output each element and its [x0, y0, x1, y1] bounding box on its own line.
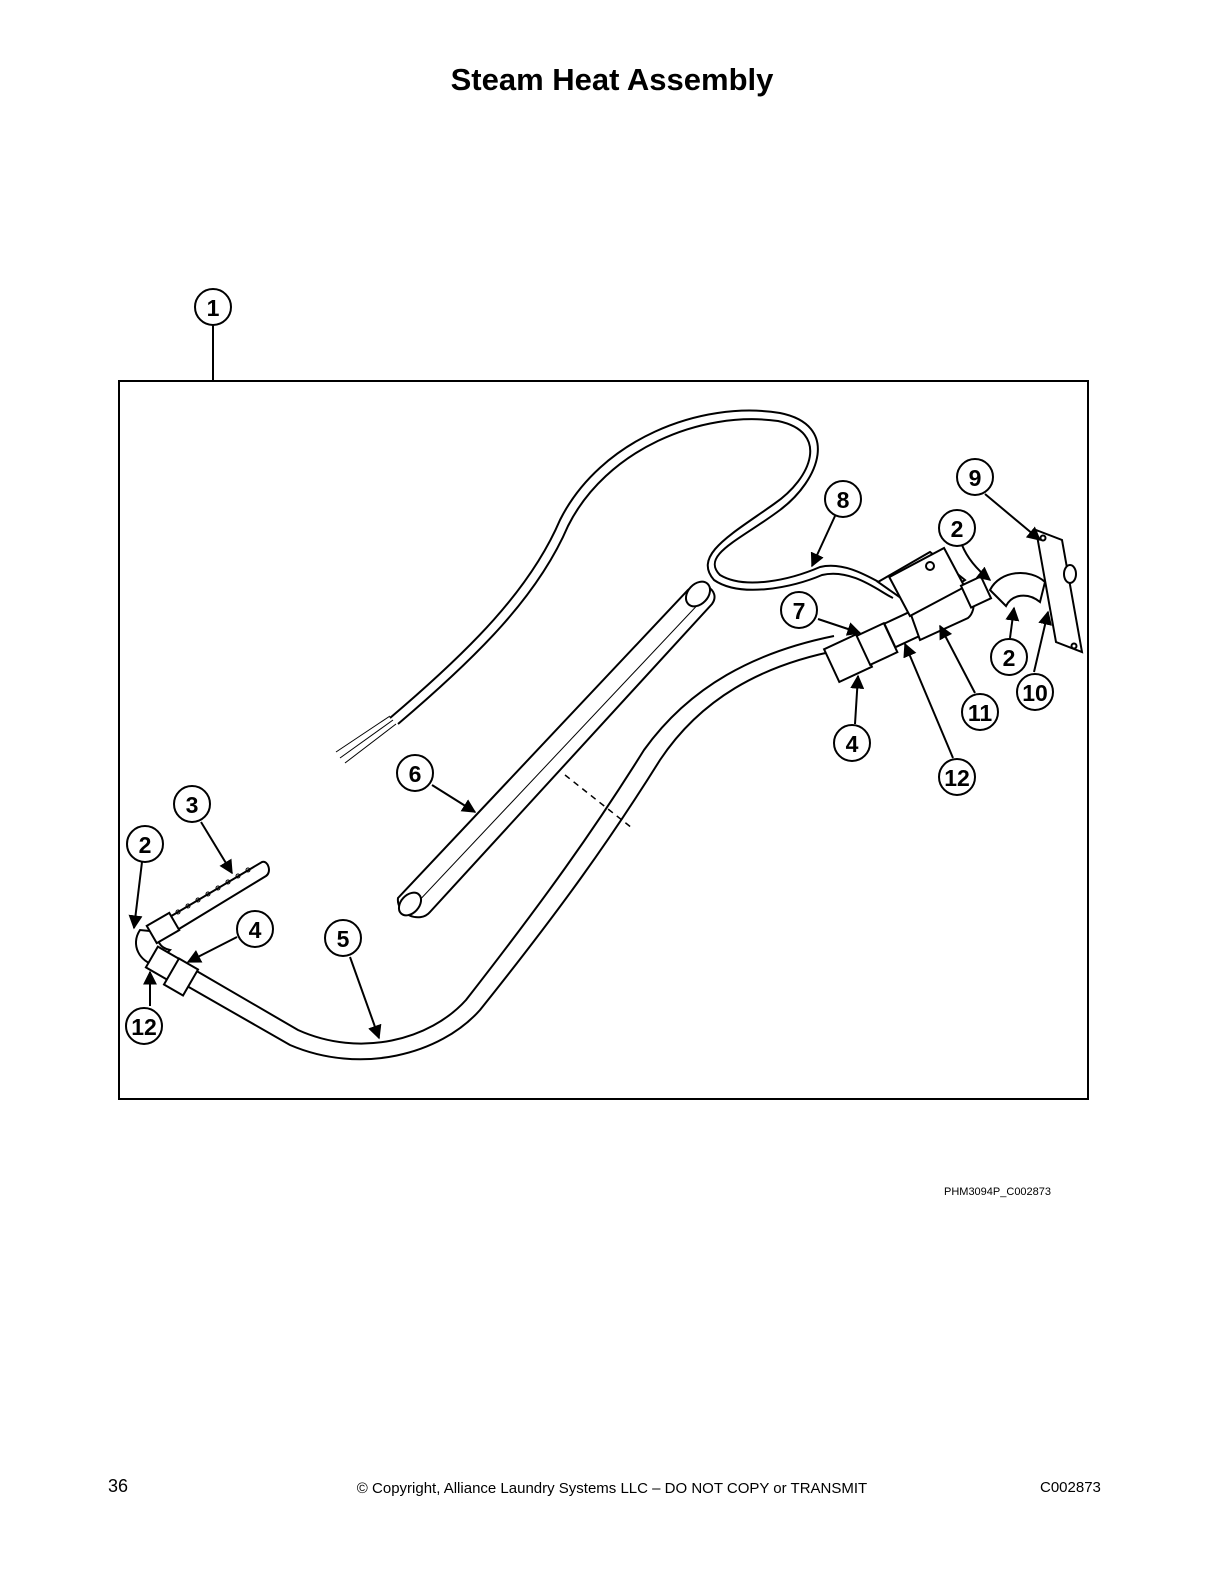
svg-text:2: 2 — [1003, 645, 1016, 671]
callout-12-right: 12 — [938, 758, 976, 796]
svg-text:3: 3 — [186, 792, 199, 818]
callout-2-right: 2 — [990, 638, 1028, 676]
callout-9: 9 — [956, 458, 994, 496]
document-code: C002873 — [1040, 1479, 1101, 1496]
callout-6: 6 — [396, 754, 434, 792]
callout-8: 8 — [824, 480, 862, 518]
page-title: Steam Heat Assembly — [450, 62, 774, 97]
callout-1: 1 — [194, 288, 232, 326]
valve-assembly — [822, 528, 1084, 684]
insulation-sleeve — [396, 580, 716, 919]
svg-text:8: 8 — [837, 487, 850, 513]
svg-text:9: 9 — [969, 465, 982, 491]
page-number: 36 — [108, 1476, 129, 1496]
steam-hose — [179, 635, 841, 1061]
callout-11: 11 — [961, 693, 999, 731]
svg-text:12: 12 — [944, 765, 970, 791]
figure-id: PHM3094P_C002873 — [944, 1186, 1052, 1198]
svg-text:6: 6 — [409, 761, 422, 787]
callout-2-top: 2 — [938, 509, 976, 547]
svg-text:4: 4 — [846, 731, 859, 757]
svg-text:10: 10 — [1022, 680, 1048, 706]
callout-7: 7 — [780, 591, 818, 629]
leader-arrows — [128, 493, 1052, 1040]
callout-10: 10 — [1016, 673, 1054, 711]
callout-3: 3 — [173, 785, 211, 823]
diagram-frame — [118, 325, 1089, 1100]
callout-4-right: 4 — [833, 724, 871, 762]
callout-2-left: 2 — [126, 825, 164, 863]
svg-text:2: 2 — [139, 832, 152, 858]
copyright-notice: © Copyright, Alliance Laundry Systems LL… — [356, 1480, 868, 1497]
svg-text:1: 1 — [207, 295, 220, 321]
svg-text:4: 4 — [249, 917, 262, 943]
callout-4-left: 4 — [236, 910, 274, 948]
svg-text:11: 11 — [968, 700, 993, 726]
callout-5: 5 — [324, 919, 362, 957]
wire-harness — [335, 409, 896, 764]
callout-12-left: 12 — [125, 1007, 163, 1045]
svg-text:12: 12 — [131, 1014, 157, 1040]
svg-text:2: 2 — [951, 516, 964, 542]
svg-text:5: 5 — [337, 926, 350, 952]
svg-text:7: 7 — [793, 598, 806, 624]
left-fittings — [135, 860, 270, 997]
